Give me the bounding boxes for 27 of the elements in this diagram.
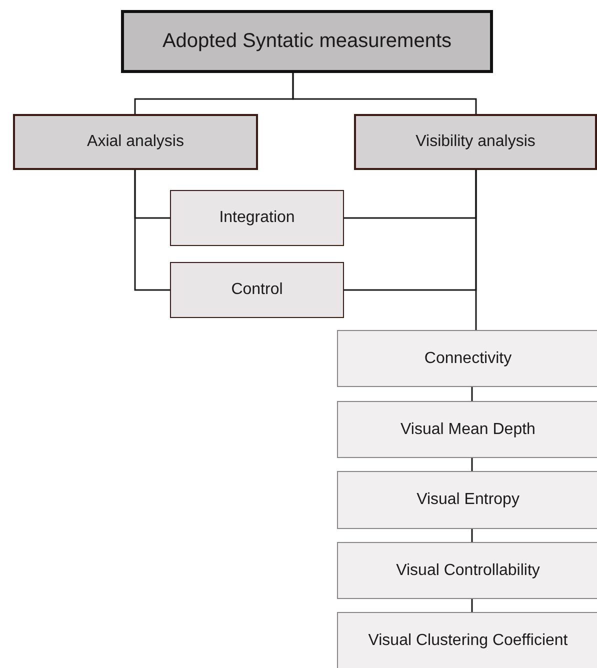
measure-box: [337, 401, 597, 458]
measure-box: [337, 471, 597, 529]
node-label: Visibility analysis: [416, 133, 536, 151]
measure-box: [337, 542, 597, 599]
connector-line: [292, 73, 477, 114]
node-label: Integration: [219, 209, 295, 227]
category-box: [354, 114, 597, 170]
connector-line: [134, 170, 170, 291]
measure-box: [337, 612, 597, 668]
node-label: Visual Entropy: [416, 491, 520, 509]
node-label: Adopted Syntatic measurements: [162, 30, 452, 53]
node-label: Visual Clustering Coefficient: [368, 632, 568, 650]
connector-line: [471, 599, 473, 612]
measure-box: [170, 190, 344, 246]
connector-line: [471, 529, 473, 542]
connector-line: [471, 458, 473, 471]
node-label: Visual Controllability: [396, 562, 540, 580]
node-label: Control: [231, 281, 283, 299]
title-box: [121, 10, 493, 73]
measure-box: [170, 262, 344, 318]
measure-box: [337, 330, 597, 387]
category-box: [13, 114, 258, 170]
node-label: Connectivity: [424, 350, 512, 368]
node-label: Axial analysis: [87, 133, 184, 151]
node-label: Visual Mean Depth: [400, 420, 536, 438]
connector-line: [475, 170, 477, 330]
connector-line: [471, 387, 473, 401]
